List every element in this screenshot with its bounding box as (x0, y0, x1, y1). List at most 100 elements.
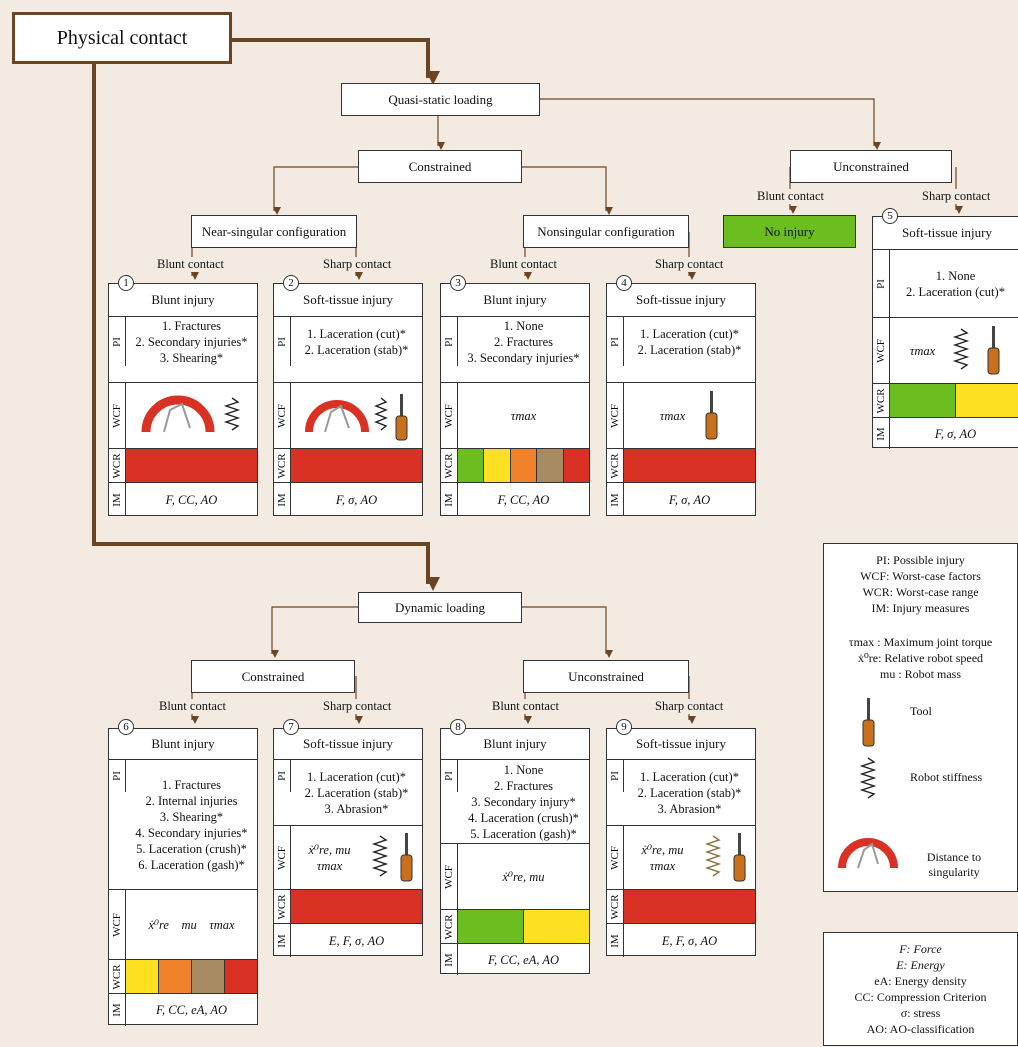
pi-tab-label: PI (443, 771, 455, 781)
wcf-section: WCF ẋ⁰re, mu (441, 843, 589, 909)
im-value: E, F, σ, AO (328, 933, 385, 948)
legend-line: IM: Injury measures (871, 601, 970, 615)
wcf-value: ẋ⁰re mu τmax (148, 917, 235, 932)
quasi-static-node: Quasi-static loading (341, 83, 540, 116)
pi-item: 2. Internal injuries (145, 793, 238, 808)
im-value: F, σ, AO (335, 492, 378, 507)
im-tab-label: IM (276, 933, 288, 948)
wcr-tab-label: WCR (609, 452, 621, 479)
pi-item: 2. Fractures (493, 778, 553, 793)
dynamic-constrained-node: Constrained (191, 660, 355, 693)
im-tab-label: IM (111, 1003, 123, 1017)
screwdriver-tool-icon (400, 832, 412, 881)
legend-line: WCF: Worst-case factors (860, 569, 981, 583)
wcr-section: WCR (441, 448, 590, 482)
case-number: 6 (118, 719, 134, 735)
root-physical-contact: Physical contact (12, 12, 232, 64)
pi-section: PI 1. None 2. Laceration (cut)* (873, 249, 1018, 317)
wcr-segment (956, 384, 1018, 417)
case-title: Blunt injury (483, 736, 547, 751)
edge-label-sharp: Sharp contact (654, 257, 725, 272)
legend-tool-label: Tool (910, 704, 932, 718)
wcr-segment (537, 449, 564, 482)
root-to-quasi-arrow (232, 38, 440, 85)
pi-tab-label: PI (111, 771, 123, 781)
wcr-segment (458, 910, 524, 943)
case-title: Soft-tissue injury (303, 292, 393, 307)
edge-label-sharp: Sharp contact (654, 699, 725, 714)
edge-label-blunt: Blunt contact (489, 257, 558, 272)
pi-item: 3. Shearing* (159, 809, 224, 824)
wcf-tab-label: WCF (443, 864, 455, 889)
spring-icon (223, 396, 240, 431)
pi-item: 1. Fractures (161, 318, 221, 333)
case-title: Soft-tissue injury (902, 225, 992, 240)
spring-icon (371, 834, 388, 877)
im-section: IM F, CC, eA, AO (109, 993, 257, 1026)
edge-label-sharp: Sharp contact (322, 257, 393, 272)
legend-injury-measures: F: Force E: Energy eA: Energy density CC… (823, 932, 1018, 1046)
legend-singularity-label: Distance to singularity (926, 850, 982, 879)
pi-item: 3. Secondary injury* (471, 794, 576, 809)
im-section: IM E, F, σ, AO (607, 923, 755, 957)
case-card-4: Soft-tissue injury PI 1. Laceration (cut… (606, 283, 756, 516)
wcr-segment (159, 960, 192, 993)
case-number: 4 (616, 275, 632, 291)
pi-item: 3. Secondary injuries* (467, 350, 580, 365)
case-card-5: Soft-tissue injury PI 1. None 2. Lacerat… (872, 216, 1018, 449)
wcr-segment (484, 449, 511, 482)
wcf-section: WCF ẋ⁰re, mu τmax (607, 825, 755, 889)
nonsingular-node: Nonsingular configuration (523, 215, 689, 248)
wcr-section: WCR (607, 889, 755, 923)
pi-item: 5. Laceration (crush)* (136, 841, 247, 856)
pi-item: 1. Laceration (cut)* (640, 769, 739, 784)
im-tab-label: IM (443, 492, 455, 507)
legend-line: CC: Compression Criterion (854, 990, 987, 1004)
edge-label-blunt: Blunt contact (491, 699, 560, 714)
case-number: 5 (882, 208, 898, 224)
pi-item: 2. Secondary injuries* (135, 334, 248, 349)
singularity-gauge-icon (304, 393, 407, 440)
pi-item: 2. Laceration (stab)* (637, 342, 742, 357)
wcf-section: WCF (109, 382, 257, 448)
wcf-value: τmax (909, 343, 936, 358)
pi-tab-label: PI (609, 771, 621, 781)
im-tab-label: IM (609, 933, 621, 948)
pi-tab-label: PI (276, 771, 288, 781)
case-title: Blunt injury (151, 736, 215, 751)
pi-section: PI 1. Laceration (cut)* 2. Laceration (s… (274, 759, 422, 825)
screwdriver-tool-icon (862, 698, 875, 747)
pi-tab-label: PI (875, 278, 887, 289)
wcr-segment (510, 449, 538, 482)
no-injury-node: No injury (723, 215, 856, 248)
pi-item: 2. Laceration (stab)* (304, 785, 409, 800)
pi-item: 1. None (935, 268, 976, 283)
pi-item: 3. Abrasion* (324, 801, 389, 816)
legend-stiffness-label: Robot stiffness (910, 770, 983, 784)
pi-item: 3. Shearing* (159, 350, 224, 365)
case-card-8: Blunt injury PI 1. None 2. Fractures 3. … (440, 728, 590, 975)
pi-section: PI 1. None 2. Fractures 3. Secondary inj… (441, 759, 589, 843)
case-card-3: Blunt injury PI 1. None 2. Fractures 3. … (440, 283, 590, 516)
im-tab-label: IM (609, 492, 621, 507)
quasi-unconstrained-node: Unconstrained (790, 150, 952, 183)
legend-line: ẋ⁰re: Relative robot speed (857, 651, 984, 665)
wcr-segment (192, 960, 225, 993)
legend-line: F: Force (899, 942, 942, 956)
wcr-tab-label: WCR (276, 893, 288, 920)
im-value: E, F, σ, AO (661, 933, 718, 948)
pi-section: PI 1. Laceration (cut)* 2. Laceration (s… (607, 316, 755, 366)
wcr-tab-label: WCR (276, 452, 288, 479)
wcr-segment (624, 890, 755, 923)
wcf-tab-label: WCF (111, 403, 123, 428)
wcf-tab-label: WCF (875, 338, 887, 363)
im-tab-label: IM (443, 952, 455, 967)
pi-item: 1. Fractures (161, 777, 221, 792)
wcr-segment (126, 449, 257, 482)
spring-icon (704, 834, 721, 877)
wcr-tab-label: WCR (443, 452, 455, 479)
singularity-gauge-icon (141, 395, 240, 432)
wcf-tab-label: WCF (276, 845, 288, 870)
pi-tab-label: PI (276, 336, 288, 347)
wcf-tab-label: WCF (111, 912, 123, 937)
